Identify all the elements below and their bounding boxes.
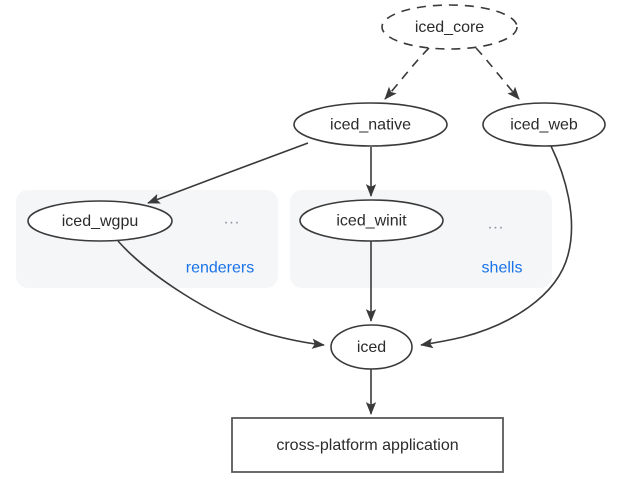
node-iced_core-label: iced_core xyxy=(415,19,484,36)
node-iced_winit[interactable]: iced_winit xyxy=(299,199,444,242)
node-iced_winit-label: iced_winit xyxy=(336,213,407,230)
node-iced[interactable]: iced xyxy=(330,324,413,370)
node-app-shape[interactable] xyxy=(231,417,504,473)
node-iced_native-shape[interactable] xyxy=(293,102,448,147)
edge-iced_native-to-iced_wgpu xyxy=(147,142,309,204)
cluster-renderers-ellipsis: ... xyxy=(224,211,240,228)
cluster-renderers-label: renderers xyxy=(186,260,254,277)
node-iced_core-shape[interactable] xyxy=(381,4,518,50)
node-app-label: cross-platform application xyxy=(276,437,458,454)
edge-iced_wgpu-to-iced xyxy=(117,240,325,349)
node-iced_wgpu[interactable]: iced_wgpu xyxy=(27,200,173,242)
node-iced_native-label: iced_native xyxy=(330,117,411,134)
cluster-shells-label: shells xyxy=(482,260,523,277)
edge-iced_core-to-iced_web xyxy=(475,47,520,100)
node-app[interactable]: cross-platform application xyxy=(231,417,504,473)
cluster-shells-ellipsis: ... xyxy=(488,216,504,233)
edge-iced_core-to-iced_native xyxy=(384,47,430,100)
node-iced_core[interactable]: iced_core xyxy=(381,4,518,50)
node-iced_web-shape[interactable] xyxy=(482,102,606,147)
node-iced-shape[interactable] xyxy=(330,324,413,370)
node-iced_wgpu-shape[interactable] xyxy=(27,200,173,242)
edge-iced_web-to-iced xyxy=(420,145,573,349)
node-iced_wgpu-label: iced_wgpu xyxy=(62,213,139,230)
node-iced_native[interactable]: iced_native xyxy=(293,102,448,147)
node-iced_web-label: iced_web xyxy=(510,117,578,134)
node-iced_web[interactable]: iced_web xyxy=(482,102,606,147)
node-iced_winit-shape[interactable] xyxy=(299,199,444,242)
node-iced-label: iced xyxy=(357,339,386,356)
